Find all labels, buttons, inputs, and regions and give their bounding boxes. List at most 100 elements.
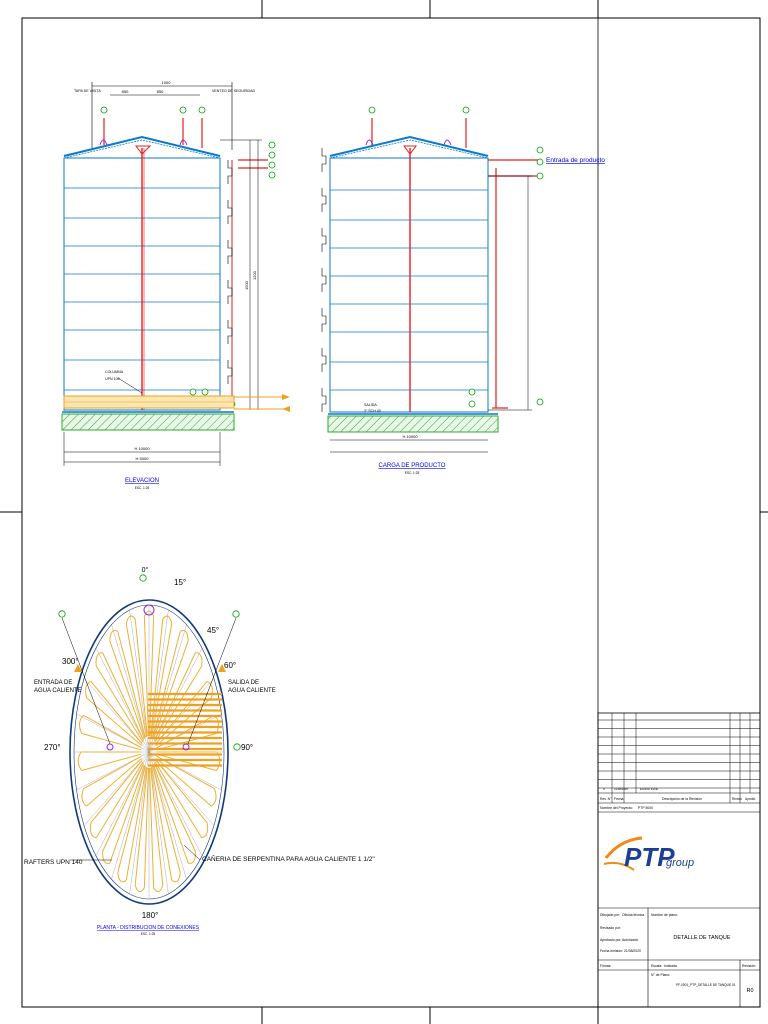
coil-leg <box>151 766 173 881</box>
coil-bend <box>143 610 155 617</box>
angle-180: 180° <box>142 911 159 920</box>
rafter-line <box>148 751 187 880</box>
coil-bend <box>201 822 209 839</box>
coil-label: CAÑERIA DE SERPENTINA PARA AGUA CALIENTE… <box>202 854 375 863</box>
rafter-line <box>148 609 169 753</box>
title-block: Rev. N° Fecha Descripción de la Revisión… <box>597 712 761 1008</box>
coil-bend <box>195 652 203 667</box>
note-manhole: TAPA DE VISITA <box>74 89 101 93</box>
product-entry-label: Entrada de producto <box>546 157 605 164</box>
coil-leg <box>153 764 189 864</box>
angle-15: 15° <box>174 578 186 587</box>
rafter-line <box>83 751 150 826</box>
note-column: COLUMNA <box>105 370 124 374</box>
coil-leg <box>143 616 149 737</box>
note-outlet-size: 3" SCH 40 <box>364 409 381 413</box>
coil-bend <box>95 652 103 667</box>
coil-leg <box>149 767 155 888</box>
rafter-line <box>95 751 150 857</box>
scale-label: Escala: <box>651 964 662 968</box>
elevation-view: 1000 850 850 TAPA DE VISITA VENTEO DE SE… <box>61 80 290 490</box>
coil-bend <box>206 680 213 698</box>
coil-leg <box>83 755 142 790</box>
coil-leg <box>154 761 203 839</box>
coil-bend <box>109 629 118 641</box>
coil-bend <box>85 680 92 698</box>
plan-title: PLANTA - DISTRIBUCION DE CONEXIONES <box>97 925 200 931</box>
dim-base-1: H 10000 <box>134 446 150 451</box>
dim-base-2: H 5000 <box>136 456 150 461</box>
rev-row-date: 21/08/2020 <box>614 787 628 791</box>
coil-leg <box>156 753 217 772</box>
rafter-line <box>129 609 150 753</box>
coil-leg <box>109 764 145 864</box>
angle-45: 45° <box>207 626 219 635</box>
coil-bend <box>79 714 84 734</box>
coil-leg <box>86 697 142 747</box>
logo-main: PTP <box>624 842 675 872</box>
discharge-scale: ESC. 1:25 <box>405 471 420 475</box>
coil-bend <box>117 872 127 883</box>
coil-bend <box>214 714 219 734</box>
coil-leg <box>151 623 173 738</box>
coil-leg <box>125 623 147 738</box>
elevation-title: ELEVACION <box>125 478 159 484</box>
coil-leg <box>109 640 145 740</box>
revision-label: Revisión: <box>742 964 756 968</box>
coil-leg <box>143 767 149 888</box>
coil-leg <box>152 766 181 873</box>
coil-leg <box>156 732 217 751</box>
note-outlet: SALIDA <box>364 403 377 407</box>
plan-name-value: DETALLE DE TANQUE <box>673 935 730 941</box>
coil-bend <box>180 629 189 641</box>
rev-header-no: Rev. N° <box>600 797 612 801</box>
rafter-line <box>148 751 169 895</box>
plan-scale: ESC. 1:25 <box>141 932 156 936</box>
heating-coil <box>77 610 221 893</box>
coil-leg <box>86 757 142 807</box>
coil-bend <box>171 872 181 883</box>
project-label: Nombre del Proyecto: <box>600 806 633 810</box>
coil-leg <box>156 755 215 790</box>
approved-label: Aprobado por: <box>600 938 622 942</box>
hot-water-inlet-line1: ENTRADA DE <box>34 680 72 686</box>
rafters-label: RAFTERS UPN 140 <box>24 859 83 866</box>
plan-no-value: PF-0001_PTP_DETALLE DE TANQUE 01 <box>676 983 736 987</box>
note-vent: VENTEO DE SEGURIDAD <box>212 89 256 93</box>
angle-0: 0° <box>142 566 149 574</box>
coil-leg <box>81 753 142 772</box>
coil-bend <box>89 822 97 839</box>
coil-bend <box>125 615 136 624</box>
hot-water-inlet-line2: AGUA CALIENTE <box>34 688 82 694</box>
dim-height: 1500 <box>244 280 249 290</box>
coil-leg <box>117 631 146 738</box>
coil-bend <box>153 884 164 893</box>
dim-top: 1000 <box>162 80 172 85</box>
drawn-by-label: Dibujado por: <box>600 913 620 917</box>
angle-300: 300° <box>62 657 79 666</box>
rafter-line <box>148 624 187 753</box>
drawn-by-value: Oficina técnica <box>622 913 644 917</box>
logo-sub: group <box>666 857 694 869</box>
rev-row-no: 0 <box>603 787 605 791</box>
dim-top-left: 850 <box>122 89 129 94</box>
coil-leg <box>154 652 196 741</box>
coil-leg <box>150 767 164 886</box>
hot-water-outlet-line1: SALIDA DE <box>228 680 259 686</box>
rev-row-desc: Emisión Inicial <box>640 787 658 791</box>
discharge-title: CARGA DE PRODUCTO <box>379 463 446 469</box>
coil-block <box>148 692 222 767</box>
rev-header-date: Fecha <box>614 797 624 801</box>
date-label: Fecha emisión: <box>600 949 623 953</box>
rev-header-reviewed: Revisó <box>732 797 742 801</box>
coil-leg <box>95 761 144 839</box>
coil-leg <box>102 652 144 741</box>
hot-water-outlet-line2: AGUA CALIENTE <box>228 688 276 694</box>
dim-height-2: 1200 <box>252 270 257 280</box>
elevation-scale: ESC. 1:25 <box>135 486 150 490</box>
discharge-view: Entrada de producto SALIDA 3" SCH 40 H 1… <box>321 106 605 475</box>
dim-base: H 10000 <box>402 434 418 439</box>
date-value: 21/08/2020 <box>624 949 641 953</box>
coil-leg <box>102 763 144 852</box>
